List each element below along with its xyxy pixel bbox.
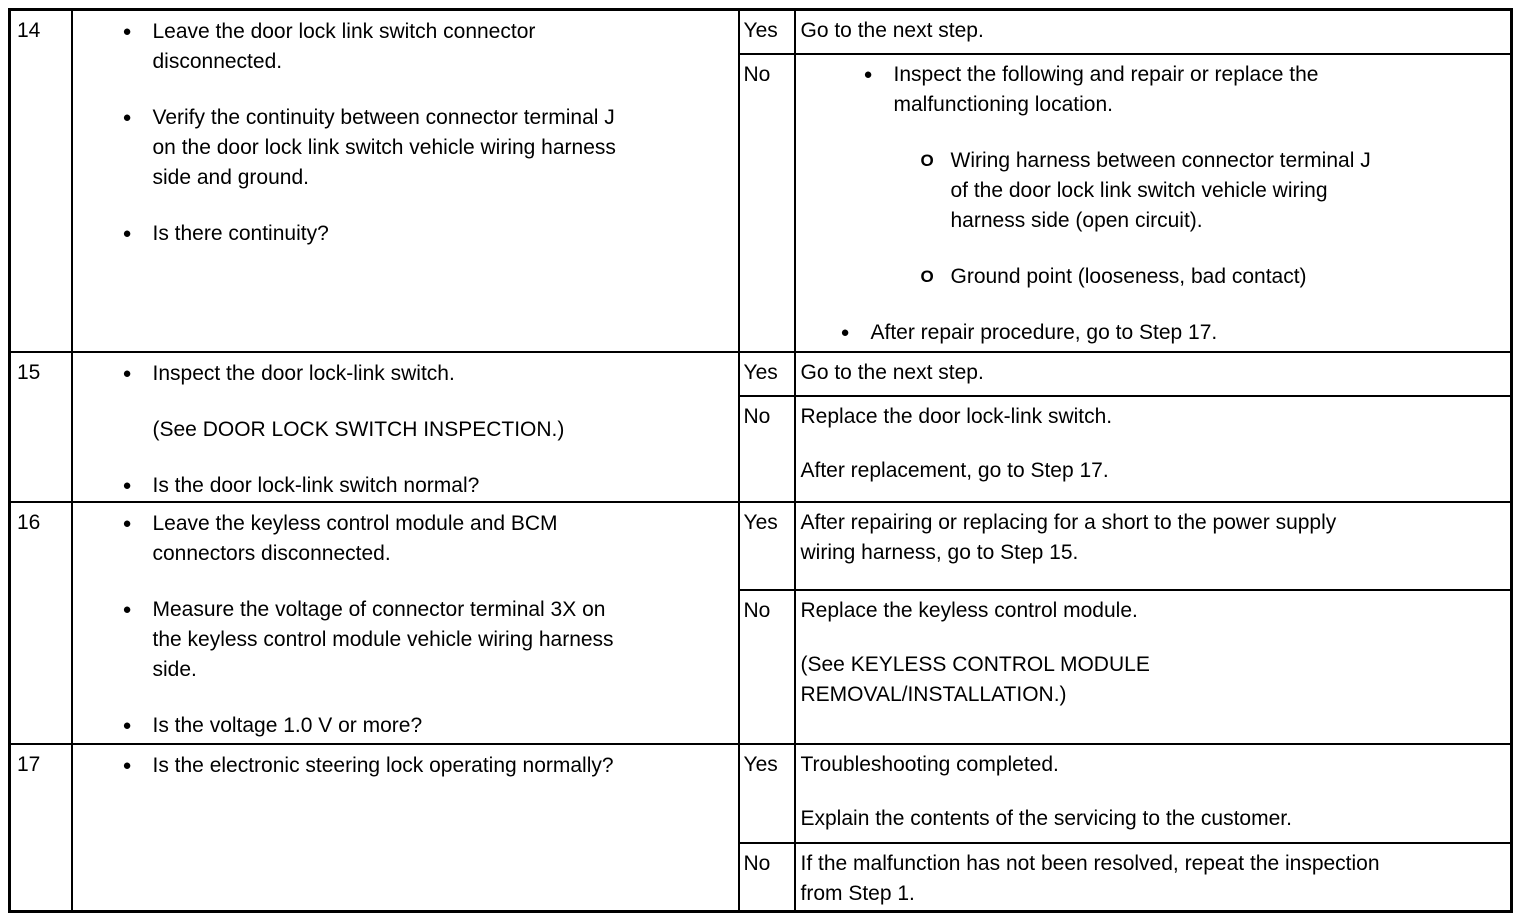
inspection-cell: ● Inspect the door lock-link switch. (Se… [70,350,740,503]
inspection-item: ● Leave the door lock link switch connec… [123,17,734,77]
inspection-item: ● Leave the keyless control module and B… [123,509,734,569]
action-text: (See KEYLESS CONTROL MODULE REMOVAL/INST… [800,652,1150,706]
action-text: After repair procedure, go to Step 17. [870,320,1218,344]
yes-label: Yes [737,8,796,55]
table-row: No ● Inspect the following and repair or… [10,52,1513,353]
action-text: Replace the keyless control module. [800,598,1138,622]
bullet-icon: ● [122,514,132,532]
yes-label: Yes [737,500,796,591]
bullet-icon: ● [122,364,132,382]
action-text: Ground point (looseness, bad contact) [950,264,1307,288]
inspection-cell: ● Is the electronic steering lock operat… [70,742,740,913]
action-text: After replacement, go to Step 17. [800,459,1109,483]
action-text: After repairing or replacing for a short… [800,510,1337,564]
bullet-icon: ● [840,323,850,341]
inspection-text: Is the voltage 1.0 V or more? [152,713,423,737]
action-text: Wiring harness between connector termina… [950,148,1371,232]
bullet-icon: ● [122,476,132,494]
table-row: 16 ● Leave the keyless control module an… [8,500,1513,745]
step-number: 17 [8,742,73,913]
action-cell: If the malfunction has not been resolved… [793,841,1513,913]
action-cell: Troubleshooting completed. Explain the c… [793,742,1513,844]
action-cell: Replace the keyless control module. (See… [793,588,1513,745]
action-cell: Go to the next step. [793,350,1513,398]
inspection-text: Is the door lock-link switch normal? [152,473,480,497]
table-row: 15 ● Inspect the door lock-link switch. … [8,350,1513,503]
inspection-cell: ● Leave the door lock link switch connec… [70,8,740,353]
action-cell: Replace the door lock-link switch. After… [793,395,1513,503]
action-text: Inspect the following and repair or repl… [893,62,1319,116]
inspection-text: Is there continuity? [152,222,329,245]
open-circle-icon: O [920,266,934,286]
bullet-icon: ● [122,23,132,40]
action-sub-item: O Wiring harness between connector termi… [921,146,1505,236]
inspection-item: ● Verify the continuity between connecto… [123,103,734,193]
action-text: Go to the next step. [800,19,984,42]
table-row: No Replace the door lock-link switch. Af… [10,395,1513,503]
table-row: No Replace the keyless control module. (… [10,588,1513,745]
action-item: ● Inspect the following and repair or re… [864,60,1505,120]
action-cell: After repairing or replacing for a short… [793,500,1513,591]
no-label: No [737,588,796,745]
inspection-text: Is the electronic steering lock operatin… [152,753,614,777]
bullet-icon: ● [863,65,873,83]
inspection-text: Measure the voltage of connector termina… [152,597,614,681]
action-cell: ● Inspect the following and repair or re… [793,52,1513,353]
bullet-icon: ● [122,225,132,242]
inspection-text: Verify the continuity between connector … [152,106,616,189]
no-label: No [737,841,796,913]
inspection-item: ● Is there continuity? [123,219,734,249]
inspection-item: ● Is the voltage 1.0 V or more? [123,711,734,741]
action-cell: Go to the next step. [793,8,1513,55]
inspection-text: Inspect the door lock-link switch. [152,361,455,385]
bullet-icon: ● [122,109,132,126]
inspection-cell: ● Leave the keyless control module and B… [70,500,740,745]
step-number: 14 [8,8,73,353]
action-text: Go to the next step. [800,360,984,384]
action-sub-item: O Ground point (looseness, bad contact) [921,262,1505,292]
table-row: 17 ● Is the electronic steering lock ope… [8,742,1513,913]
bullet-icon: ● [122,600,132,618]
open-circle-icon: O [920,150,934,170]
troubleshooting-table: 14 ● Leave the door lock link switch con… [8,8,1513,913]
bullet-icon: ● [122,756,132,774]
inspection-item: ● Measure the voltage of connector termi… [123,595,734,685]
action-text: Explain the contents of the servicing to… [800,806,1292,830]
step-number: 16 [8,500,73,745]
table-row: 14 ● Leave the door lock link switch con… [8,8,1513,353]
inspection-text: Leave the door lock link switch connecto… [152,20,536,73]
inspection-item: ● Is the electronic steering lock operat… [123,751,734,781]
inspection-item: ● Inspect the door lock-link switch. [123,359,734,389]
yes-label: Yes [737,350,796,398]
step-number: 15 [8,350,73,503]
inspection-text: Leave the keyless control module and BCM… [152,511,558,565]
bullet-icon: ● [122,716,132,734]
yes-label: Yes [737,742,796,844]
inspection-item: ● Is the door lock-link switch normal? [122,471,734,500]
action-text: Troubleshooting completed. [800,752,1059,776]
inspection-note: (See DOOR LOCK SWITCH INSPECTION.) [152,417,565,441]
action-item: ● After repair procedure, go to Step 17. [841,318,1505,348]
no-label: No [737,52,796,353]
no-label: No [737,395,796,503]
table-row: No If the malfunction has not been resol… [10,841,1513,913]
action-text: If the malfunction has not been resolved… [800,851,1380,905]
action-text: Replace the door lock-link switch. [800,405,1113,429]
